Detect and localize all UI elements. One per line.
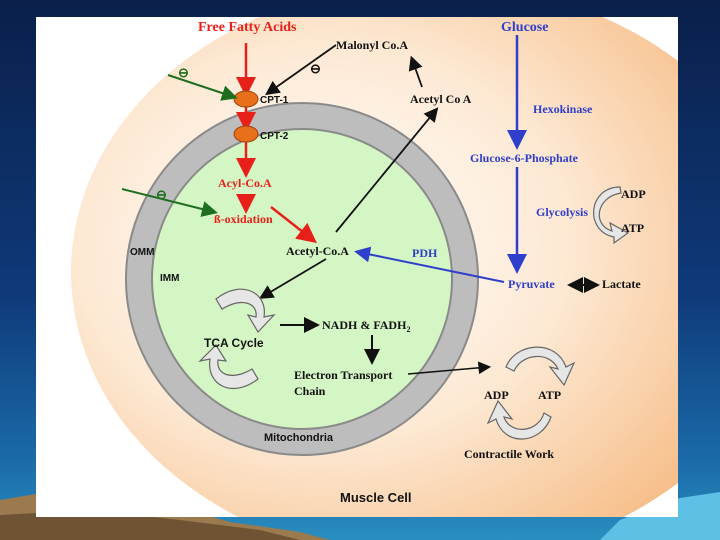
- metabolism-diagram: Free Fatty Acids Glucose Malonyl Co.A Ac…: [71, 17, 678, 517]
- inhibition-arrow-cpt1: [167, 74, 238, 101]
- label-cpt1: CPT-1: [260, 95, 289, 106]
- label-malonyl-coa: Malonyl Co.A: [336, 38, 408, 52]
- malonyl-inhibit-line: [265, 44, 337, 96]
- acetyl-to-malonyl-arrow: [408, 55, 423, 88]
- label-glucose-6-phosphate: Glucose-6-Phosphate: [470, 151, 579, 165]
- label-acyl-coa: Acyl-Co.A: [218, 176, 272, 190]
- label-pyruvate: Pyruvate: [508, 277, 555, 291]
- inhibition-minus-beta: ⊖: [156, 187, 167, 202]
- glycolysis-atp-cycle-arrow: [593, 186, 630, 245]
- inhibition-minus-malonyl: ⊖: [310, 61, 321, 76]
- tca-cycle-arrow-left: [198, 344, 259, 390]
- title-free-fatty-acids: Free Fatty Acids: [198, 20, 297, 35]
- label-adp-glycolysis: ADP: [621, 187, 646, 201]
- label-etc-line1: Electron Transport: [294, 368, 392, 382]
- label-acetyl-coa-top: Acetyl Co A: [410, 92, 472, 106]
- cpt1-transporter: [233, 90, 259, 108]
- etc-to-atp-arrow: [407, 361, 492, 375]
- beta-to-acetyl-arrow: [270, 206, 317, 244]
- pyruvate-to-acetyl-arrow: [354, 246, 505, 283]
- diagram-panel: Free Fatty Acids Glucose Malonyl Co.A Ac…: [36, 17, 678, 517]
- atp-cycle-arrow-top: [505, 346, 576, 387]
- inhibition-arrow-beta: [121, 188, 218, 217]
- label-mitochondria: Mitochondria: [264, 432, 334, 444]
- label-imm: IMM: [160, 273, 179, 284]
- inhibition-minus-cpt1: ⊖: [178, 65, 189, 80]
- label-lactate: Lactate: [602, 277, 641, 291]
- label-tca-cycle: TCA Cycle: [204, 336, 264, 350]
- atp-cycle-arrow-bottom: [486, 399, 552, 440]
- label-adp-contractile: ADP: [484, 388, 509, 402]
- tca-cycle-arrow-right: [215, 288, 276, 333]
- label-nadh-fadh2: NADH & FADH2: [322, 318, 410, 334]
- label-contractile-work: Contractile Work: [464, 447, 554, 461]
- label-beta-oxidation: ß-oxidation: [214, 212, 273, 226]
- acetyl-export-arrow: [335, 107, 439, 233]
- title-glucose: Glucose: [501, 20, 548, 35]
- label-etc-line2: Chain: [294, 384, 326, 398]
- label-omm: OMM: [130, 247, 154, 258]
- label-cpt2: CPT-2: [260, 131, 289, 142]
- label-pdh: PDH: [412, 246, 438, 260]
- label-hexokinase: Hexokinase: [533, 102, 593, 116]
- label-atp-contractile: ATP: [538, 388, 561, 402]
- label-glycolysis: Glycolysis: [536, 205, 588, 219]
- cpt2-transporter: [233, 125, 259, 143]
- acetyl-to-tca-arrow: [258, 258, 327, 299]
- label-acetyl-coa-mito: Acetyl-Co.A: [286, 244, 349, 258]
- label-atp-glycolysis: ATP: [621, 221, 644, 235]
- label-muscle-cell: Muscle Cell: [340, 490, 412, 505]
